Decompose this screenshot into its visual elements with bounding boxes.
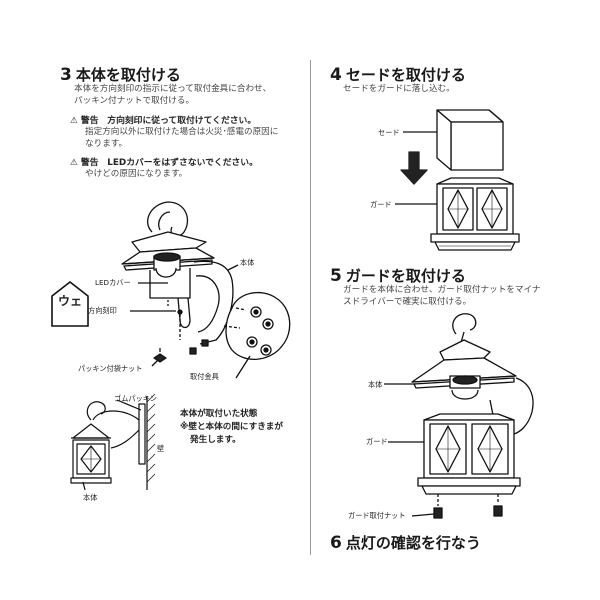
step5-guard-install-illustration [384, 313, 534, 519]
step3-lantern-illustration [121, 201, 291, 379]
column-divider [310, 60, 311, 555]
step6-number: 6 [330, 533, 342, 553]
label-direction-mark: 方向刻印 [88, 306, 117, 315]
label-step3-body2: 本体 [83, 493, 98, 502]
step5-title-text: ガードを取付ける [345, 267, 466, 285]
warning1-body-line1: 指定方向以外に取付けた場合は火災･感電の原因に [85, 127, 279, 137]
step3-title-text: 本体を取付ける [75, 66, 181, 84]
warning1-title: ⚠警告 方向刻印に従って取付けてください。 [70, 113, 256, 126]
warning2-title: ⚠警告 LEDカバーをはずさないでください。 [70, 155, 258, 168]
warning1-title-text: 警告 方向刻印に従って取付けてください。 [80, 116, 257, 126]
direction-badge-shape [51, 280, 89, 327]
label-step5-body: 本体 [368, 380, 383, 389]
step5-body-line1: ガードを本体に合わせ、ガード取付ナットをマイナ [343, 285, 541, 295]
label-wall: 壁 [157, 444, 165, 453]
step3-number: 3 [60, 65, 72, 85]
step6-title-text: 点灯の確認を行なう [345, 534, 481, 552]
installed-note-line3: 発生します。 [190, 435, 241, 445]
installed-state-illustration [70, 393, 156, 491]
step5-number: 5 [330, 266, 342, 286]
step3-body-line1: 本体を方向刻印の指示に従って取付金具に合わせ、 [74, 84, 272, 94]
label-shade: セード [378, 128, 400, 137]
warning2-title-text: 警告 LEDカバーをはずさないでください。 [80, 158, 258, 168]
warning2-body-line1: やけどの原因になります。 [85, 169, 188, 179]
label-led-cover: LEDカバー [95, 278, 131, 287]
step4-title-text: セードを取付ける [345, 66, 466, 84]
label-rubber-packing: ゴムパッキン [114, 394, 157, 403]
warning1-body-line2: なります。 [85, 139, 128, 149]
step4-number: 4 [330, 65, 342, 85]
label-packing-nut: パッキン付袋ナット [78, 364, 143, 373]
installed-note-line1: 本体が取付いた状態 [180, 409, 258, 419]
label-guard-nut: ガード取付ナット [348, 511, 406, 520]
label-step4-guard: ガード [370, 200, 392, 209]
step5-body-line2: スドライバーで確実に取付ける。 [343, 297, 472, 307]
warning-triangle-icon: ⚠ [70, 116, 78, 126]
label-step5-guard: ガード [366, 437, 388, 446]
label-step3-body: 本体 [240, 258, 255, 267]
step3-body-line2: パッキン付ナットで取付ける。 [74, 96, 195, 106]
step4-body-line1: セードをガードに落し込む。 [343, 84, 455, 94]
installed-note-line2: ※壁と本体の間にすきまが [180, 422, 283, 432]
label-bracket: 取付金具 [190, 372, 219, 381]
direction-badge-text: ウェ [58, 294, 83, 308]
warning-triangle-icon: ⚠ [70, 158, 78, 168]
step4-shade-guard-illustration [395, 109, 520, 251]
